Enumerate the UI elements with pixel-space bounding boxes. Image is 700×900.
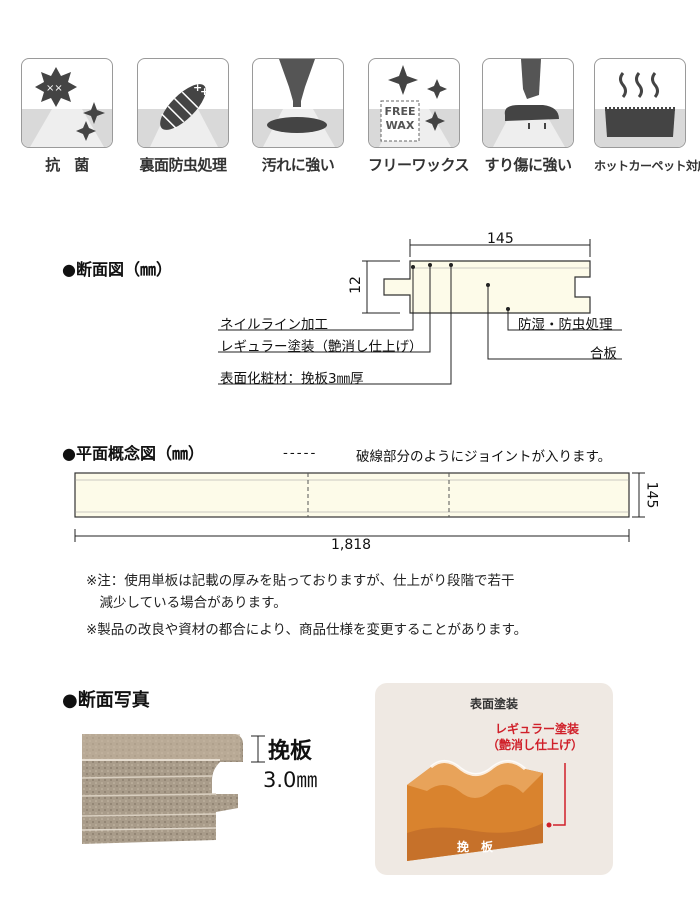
feature-label: フリーワックス	[368, 156, 470, 174]
scratch-resistant-icon	[482, 58, 574, 148]
plan-width: 145	[643, 481, 660, 509]
feature-insect-proof: + + 裏面防虫処理	[137, 58, 229, 175]
note-line-3: ※製品の改良や資材の都合により、商品仕様を変更することがあります。	[86, 622, 528, 638]
coating-title: 表面塗装	[469, 697, 518, 711]
svg-text:+: +	[200, 85, 209, 98]
plan-title: ●平面概念図（㎜）	[62, 444, 204, 463]
joint-legend-dashes: -----	[283, 445, 318, 461]
antibacterial-icon: ××	[21, 58, 113, 148]
feature-label: 裏面防虫処理	[139, 156, 227, 174]
veneer-bracket	[251, 735, 265, 763]
stain-resistant-icon	[252, 58, 344, 148]
section-photo	[81, 734, 243, 844]
callout-nail-line: ネイルライン加工	[220, 317, 328, 333]
feature-stain-resistant: 汚れに強い	[252, 58, 344, 175]
feature-label: 抗 菌	[45, 156, 89, 174]
width-dimension: 145	[487, 231, 514, 247]
hot-carpet-icon	[594, 58, 686, 148]
free-wax-icon: FREE WAX	[368, 58, 460, 148]
note-line-1: ※注：使用単板は記載の厚みを貼っておりますが、仕上がり段階で若干	[86, 573, 515, 589]
thickness-dimension: 12	[347, 276, 364, 294]
feature-label: ホットカーペット対応	[594, 159, 700, 173]
feature-label: すり傷に強い	[484, 156, 572, 174]
callout-moisture-insect: 防湿・防虫処理	[518, 317, 613, 333]
plan-diagram	[74, 472, 645, 542]
free-badge-bottom: WAX	[385, 119, 415, 132]
note-line-2: 減少している場合があります。	[86, 595, 287, 611]
svg-text:+: +	[193, 81, 202, 94]
coating-red-label-1: レギュラー塗装	[495, 722, 580, 736]
cross-section-title: ●断面図（㎜）	[62, 260, 172, 279]
callout-surface-material: 表面化粧材：挽板3㎜厚	[220, 371, 364, 387]
plan-length: 1,818	[331, 537, 372, 553]
feature-free-wax: FREE WAX フリーワックス	[368, 58, 470, 175]
cross-section-diagram	[218, 239, 622, 385]
callout-plywood: 合板	[590, 346, 617, 362]
veneer-thickness: 3.0㎜	[263, 768, 318, 792]
callout-regular-coating: レギュラー塗装（艶消し仕上げ）	[220, 339, 423, 355]
insect-proof-icon: + +	[137, 58, 229, 148]
feature-hot-carpet: ホットカーペット対応	[594, 58, 700, 174]
photo-title: ●断面写真	[62, 690, 150, 711]
svg-text:××: ××	[46, 83, 63, 94]
coating-red-label-2: （艶消し仕上げ）	[487, 738, 584, 752]
coated-board-illustration	[407, 760, 566, 861]
feature-antibacterial: ×× 抗 菌	[21, 58, 113, 175]
coating-board-label: 挽 板	[457, 840, 494, 854]
feature-scratch-resistant: すり傷に強い	[482, 58, 574, 175]
feature-label: 汚れに強い	[261, 156, 335, 174]
joint-legend-text: 破線部分のようにジョイントが入ります。	[356, 449, 612, 465]
free-badge-top: FREE	[384, 105, 416, 118]
coating-panel: 表面塗装 レギュラー塗装 （艶消し仕上げ） 挽 板	[375, 683, 613, 875]
veneer-label: 挽板	[268, 739, 313, 764]
